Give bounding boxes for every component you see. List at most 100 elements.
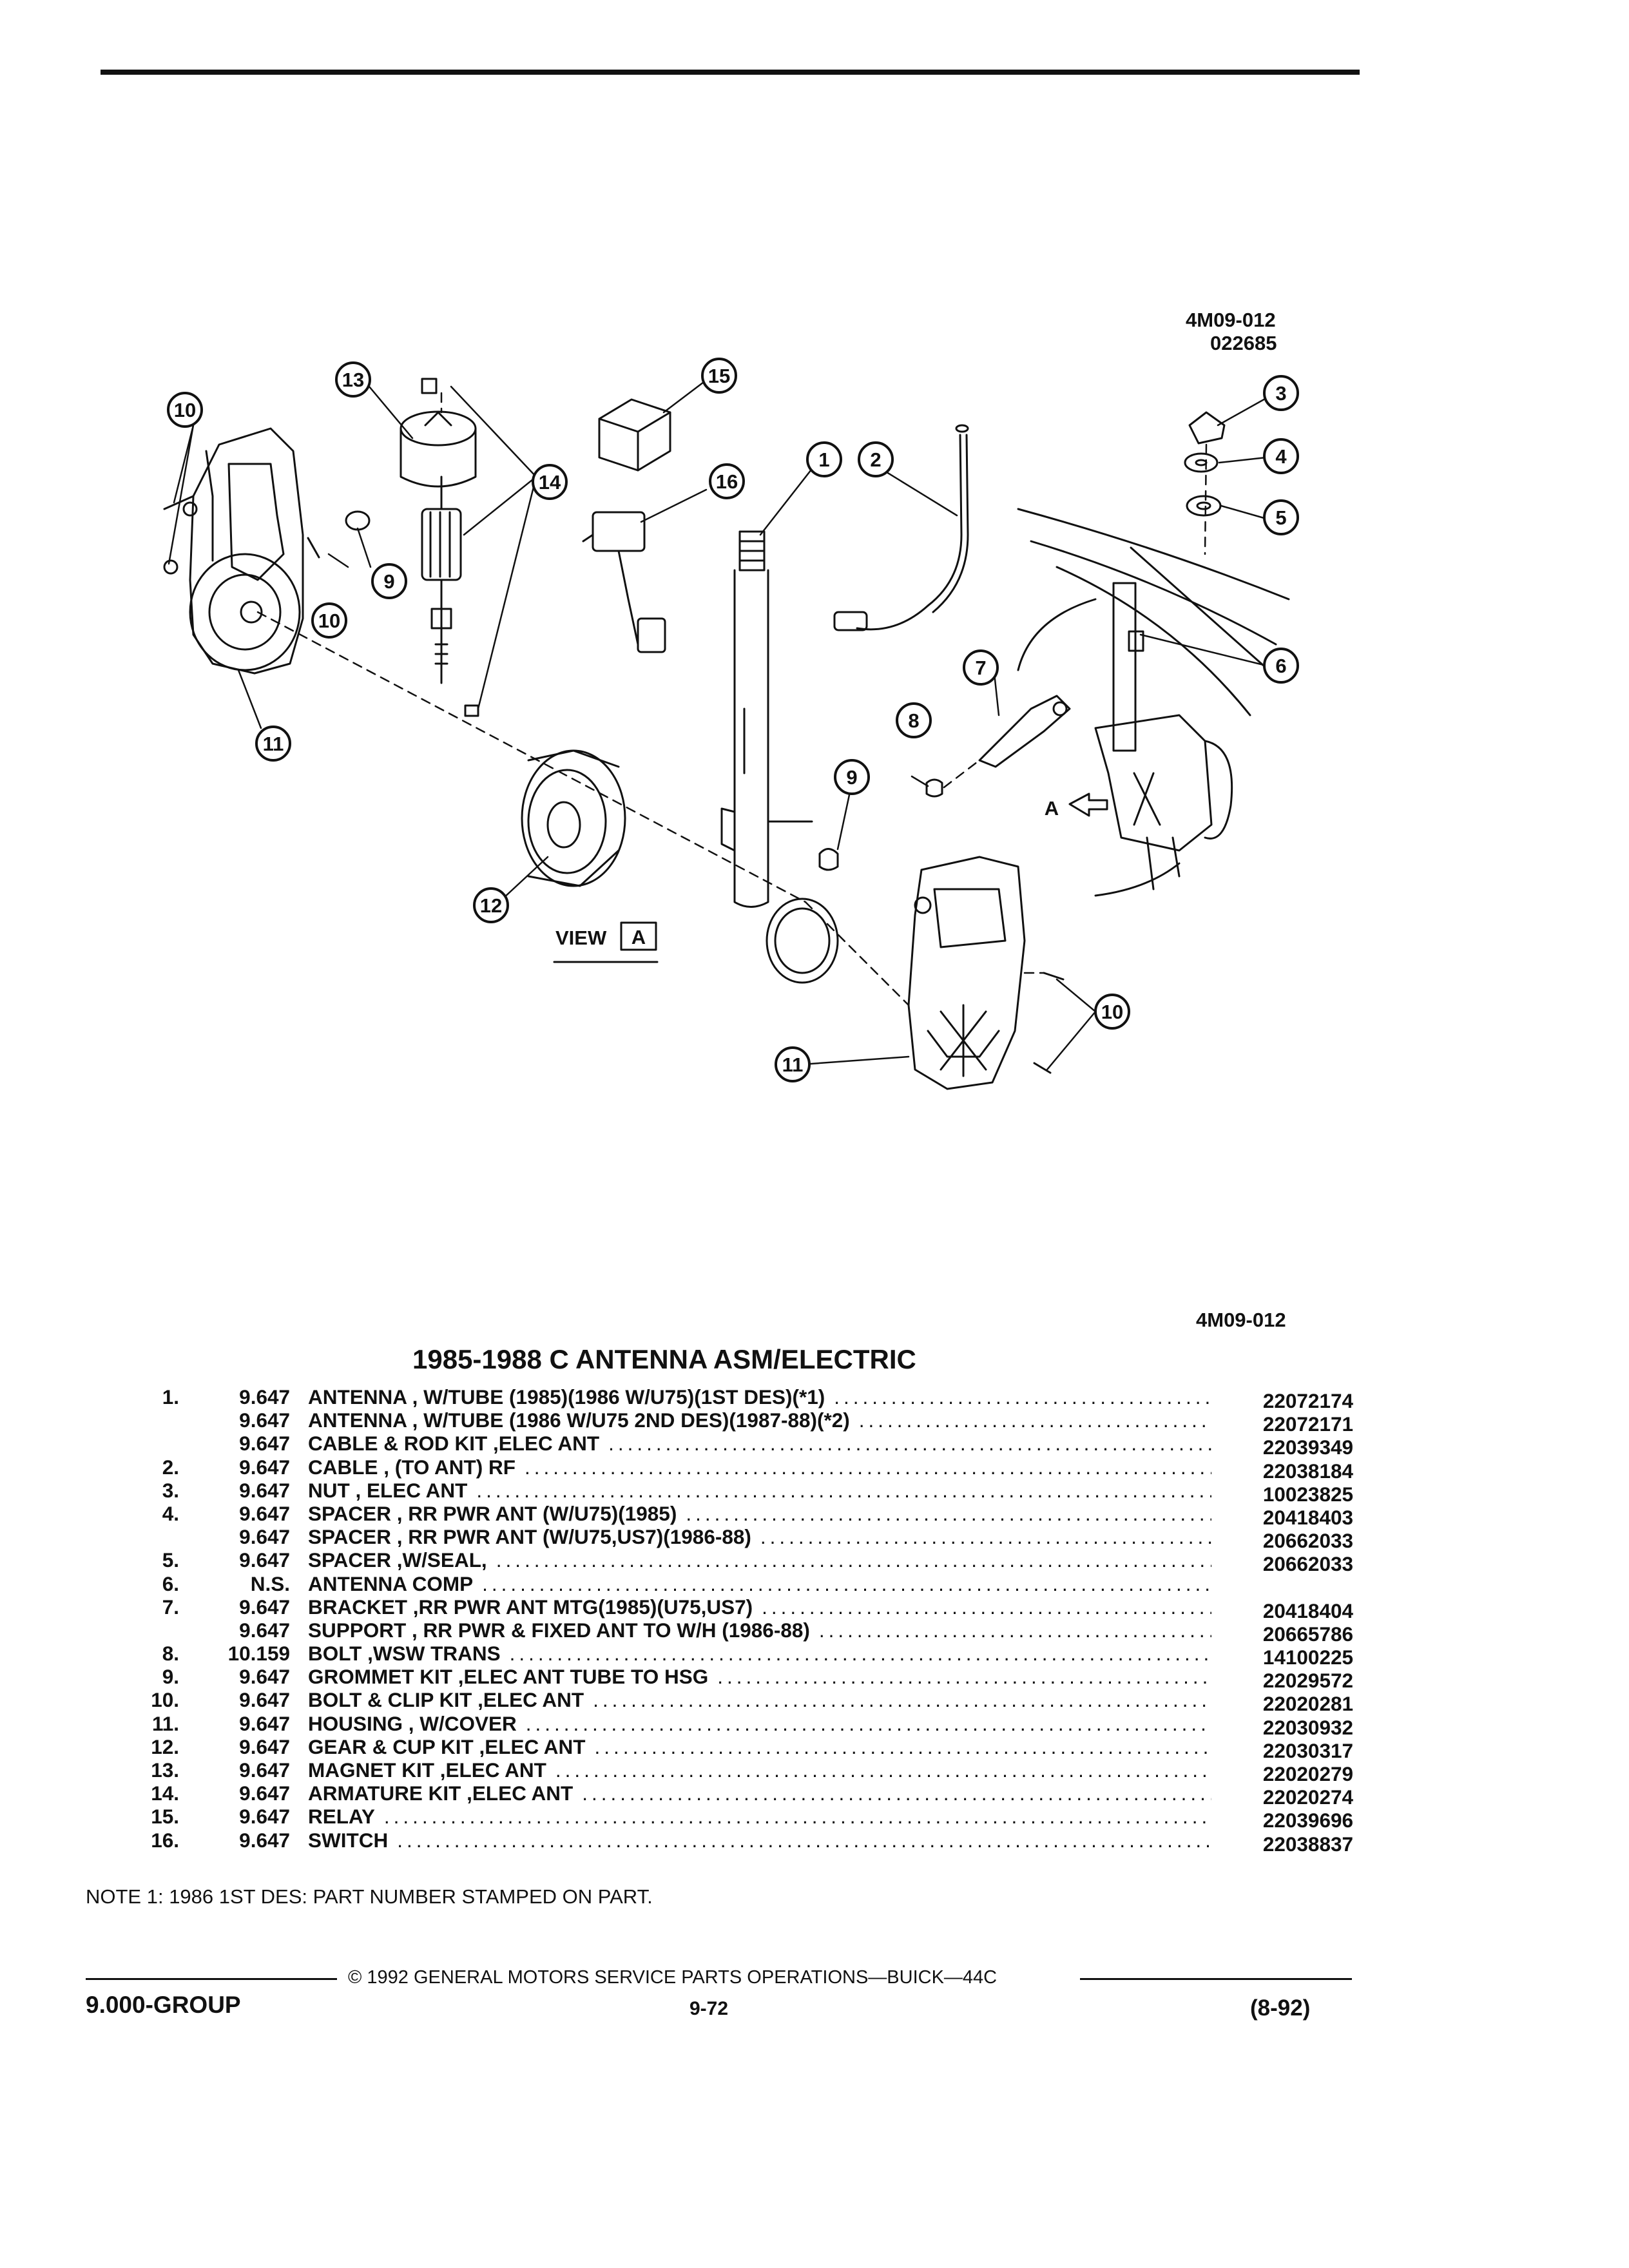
group-number: 9.647 — [239, 1385, 290, 1408]
group-number: 9.647 — [239, 1711, 290, 1735]
revision-date: (8-92) — [1250, 1995, 1311, 2021]
exploded-parts-diagram: 10 13 15 14 16 1 2 3 4 5 6 7 8 9 9 10 11… — [163, 358, 1299, 1090]
parts-list-title: 1985-1988 C ANTENNA ASM/ELECTRIC — [412, 1344, 916, 1374]
item-number: 1. — [162, 1385, 179, 1408]
item-number: 7. — [162, 1595, 179, 1619]
item-number: 3. — [162, 1478, 179, 1502]
leader-dots: ........................................… — [482, 1571, 1211, 1595]
callout-13: 13 — [342, 369, 364, 391]
item-number: 2. — [162, 1455, 179, 1479]
right-motor-housing — [907, 856, 1026, 1090]
callout-11: 11 — [782, 1053, 804, 1076]
part-number: 22029572 — [1262, 1669, 1353, 1693]
part-number: 20662033 — [1262, 1529, 1353, 1553]
leader-dots: ........................................… — [608, 1432, 1211, 1456]
leader-dots: ........................................… — [476, 1478, 1211, 1502]
armature — [421, 378, 479, 717]
group-number: 9.647 — [239, 1782, 290, 1805]
part-number: 22020279 — [1262, 1762, 1353, 1785]
item-number: 6. — [162, 1571, 179, 1595]
part-description: ARMATURE KIT ,ELEC ANT — [308, 1782, 574, 1805]
view-letter: A — [631, 926, 646, 948]
part-description: BRACKET ,RR PWR ANT MTG(1985)(U75,US7) — [308, 1595, 753, 1619]
leader-dots: ........................................… — [525, 1711, 1211, 1735]
callout-11: 11 — [263, 733, 284, 755]
callout-14: 14 — [539, 471, 561, 494]
part-description: SPACER , RR PWR ANT (W/U75)(1985) — [308, 1501, 677, 1525]
group-number: 9.647 — [239, 1665, 290, 1689]
footer-rule-right — [1080, 1978, 1352, 1980]
installed-antenna-view — [1017, 508, 1290, 897]
callout-16: 16 — [716, 470, 738, 493]
group-number: 10.159 — [227, 1642, 290, 1666]
part-number: 22030932 — [1262, 1715, 1353, 1739]
antenna-tube — [720, 530, 813, 908]
group-number: 9.647 — [239, 1618, 290, 1642]
group-number: 9.647 — [239, 1805, 290, 1829]
figure-code: 4M09-012 — [1186, 309, 1276, 331]
leader-dots: ........................................… — [582, 1782, 1211, 1805]
footer-rule-left — [86, 1978, 337, 1980]
group-number: 9.647 — [239, 1758, 290, 1782]
callout-10: 10 — [174, 399, 196, 421]
part-number: 20662033 — [1262, 1552, 1353, 1576]
view-label: VIEW — [555, 927, 607, 949]
item-number: 8. — [162, 1642, 179, 1666]
part-number: 10023825 — [1262, 1482, 1353, 1506]
callout-5: 5 — [1275, 506, 1286, 529]
parts-row: 9.647 ANTENNA , W/TUBE (1986 W/U75 2ND DE… — [129, 1408, 1353, 1436]
part-number: 22038184 — [1262, 1459, 1353, 1483]
footnote: NOTE 1: 1986 1ST DES: PART NUMBER STAMPE… — [86, 1885, 653, 1908]
item-number: 9. — [162, 1665, 179, 1689]
part-number: 22030317 — [1262, 1738, 1353, 1762]
part-number: 20418403 — [1262, 1505, 1353, 1529]
callout-4: 4 — [1275, 445, 1287, 468]
relay — [598, 398, 671, 472]
part-number: 22039349 — [1262, 1436, 1353, 1459]
group-number: 9.647 — [239, 1525, 290, 1549]
callout-12: 12 — [480, 894, 502, 917]
callout-15: 15 — [708, 365, 730, 387]
leader-dots: ........................................… — [762, 1595, 1211, 1619]
group-number: 9.647 — [239, 1548, 290, 1572]
leader-dots: ........................................… — [818, 1618, 1211, 1642]
part-description: NUT , ELEC ANT — [308, 1478, 468, 1502]
gear — [521, 749, 626, 887]
bracket — [978, 695, 1071, 768]
leader-dots: ........................................… — [509, 1642, 1211, 1666]
leader-dots: ........................................… — [524, 1455, 1211, 1479]
part-description: GEAR & CUP KIT ,ELEC ANT — [308, 1735, 586, 1758]
part-number: 22039696 — [1262, 1809, 1353, 1832]
group-number: 9.647 — [239, 1408, 290, 1432]
callout-3: 3 — [1275, 382, 1286, 405]
leader-dots: ........................................… — [593, 1688, 1211, 1712]
copyright: © 1992 GENERAL MOTORS SERVICE PARTS OPER… — [348, 1967, 998, 1988]
item-number: 16. — [151, 1828, 179, 1852]
parts-row: 6.N.S.ANTENNA COMP......................… — [129, 1572, 1353, 1595]
part-description: SUPPORT , RR PWR & FIXED ANT TO W/H (198… — [308, 1618, 810, 1642]
part-number: 22020274 — [1262, 1785, 1353, 1809]
part-description: ANTENNA , W/TUBE (1986 W/U75 2ND DES)(19… — [308, 1408, 850, 1432]
leader-dots: ........................................… — [555, 1758, 1211, 1782]
part-number: 22072174 — [1262, 1389, 1353, 1412]
part-description: CABLE , (TO ANT) RF — [308, 1455, 516, 1479]
item-number: 12. — [151, 1735, 179, 1758]
leader-dots: ........................................… — [496, 1548, 1211, 1572]
part-number: 20665786 — [1262, 1622, 1353, 1646]
part-description: RELAY — [308, 1805, 375, 1829]
group-number: 9.647 — [239, 1828, 290, 1852]
part-number: 22020281 — [1262, 1692, 1353, 1716]
callout-9: 9 — [383, 570, 394, 593]
figure-sub-code: 022685 — [1210, 332, 1277, 354]
item-number: 4. — [162, 1501, 179, 1525]
part-description: SPACER ,W/SEAL, — [308, 1548, 487, 1572]
item-number: 14. — [151, 1782, 179, 1805]
